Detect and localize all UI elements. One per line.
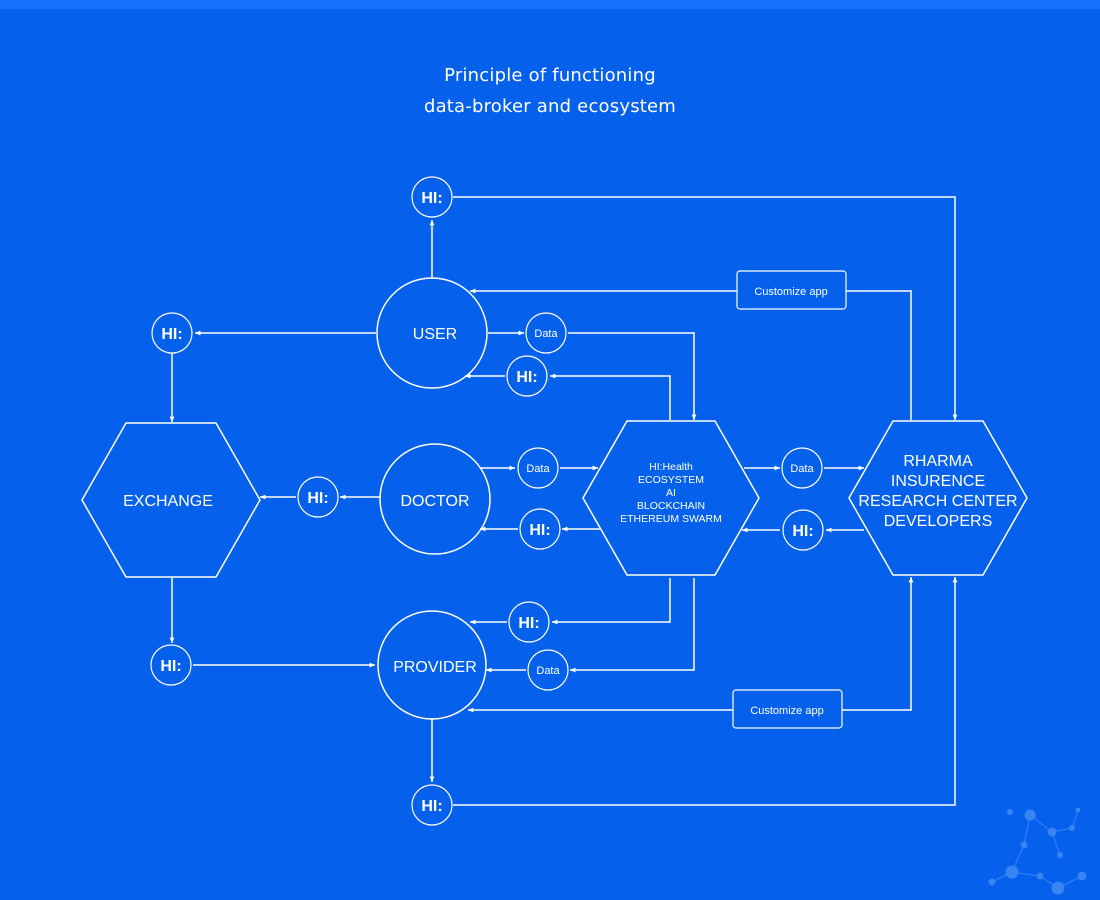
hi-token-label: HI:: [421, 798, 442, 815]
ecosystem-line: BLOCKCHAIN: [637, 500, 705, 512]
hi-token: HI:: [411, 784, 453, 826]
hi-token: HI:: [297, 476, 339, 518]
partners-line: RHARMA: [903, 453, 973, 470]
title-line-1: Principle of functioning: [444, 65, 656, 86]
data-bubble-label: Data: [526, 463, 550, 475]
edge-ecosystem-token-provider: [552, 578, 671, 625]
ecosystem-node: [582, 420, 760, 576]
customize-app-box-top: [736, 270, 847, 310]
hi-token: HI:: [151, 312, 193, 354]
customize-app-label-top: Customize app: [754, 286, 827, 298]
user-label: USER: [413, 326, 457, 343]
data-bubble: Data: [527, 649, 569, 691]
network-decoration-icon: [988, 807, 1087, 895]
doctor-node: [379, 443, 491, 555]
customize-app-label-bottom: Customize app: [750, 705, 823, 717]
hi-token: HI:: [506, 355, 548, 397]
ecosystem-line: ETHEREUM SWARM: [620, 513, 722, 525]
data-bubble: Data: [525, 312, 567, 354]
data-bubble-label: Data: [536, 665, 560, 677]
hi-token-label: HI:: [307, 490, 328, 507]
partners-line: DEVELOPERS: [884, 513, 992, 530]
partners-node: [848, 420, 1028, 576]
partners-label: RHARMA INSURENCE RESEARCH CENTER DEVELOP…: [858, 453, 1017, 530]
provider-node: [377, 610, 487, 720]
exchange-label: EXCHANGE: [123, 493, 213, 510]
title-line-2: data-broker and ecosystem: [423, 96, 677, 117]
data-bubble-label: Data: [534, 328, 558, 340]
edge-top-token-partners: [453, 196, 958, 420]
ecosystem-line: ECOSYSTEM: [638, 474, 704, 486]
user-node: [376, 277, 488, 389]
hi-token-label: HI:: [516, 369, 537, 386]
ecosystem-line: AI: [666, 487, 676, 499]
data-bubble: Data: [517, 447, 559, 489]
edge-customize-partners-bottom: [842, 577, 914, 711]
hi-token-label: HI:: [518, 615, 539, 632]
edge-bottom-token-partners: [453, 577, 958, 806]
diagram-title: Principle of functioning data-broker and…: [0, 60, 1100, 122]
hi-token-label: HI:: [160, 658, 181, 675]
hi-token-label: HI:: [792, 523, 813, 540]
hi-token-label: HI:: [161, 326, 182, 343]
edge-data-ecosystem: [568, 332, 697, 420]
partners-line: RESEARCH CENTER: [858, 493, 1017, 510]
hi-token: HI:: [782, 509, 824, 551]
edge-ecosystem-data-provider: [570, 578, 695, 673]
ecosystem-line: HI:Health: [649, 461, 693, 473]
partners-line: INSURENCE: [891, 473, 985, 490]
hi-token: HI:: [150, 644, 192, 686]
hi-token: HI:: [411, 176, 453, 218]
data-bubble-label: Data: [790, 463, 814, 475]
edge-partners-customize-top: [846, 290, 912, 420]
hi-token-label: HI:: [529, 522, 550, 539]
customize-app-box-bottom: [732, 689, 843, 729]
data-bubble: Data: [781, 447, 823, 489]
hi-token-label: HI:: [421, 190, 442, 207]
hi-token: HI:: [519, 508, 561, 550]
doctor-label: DOCTOR: [400, 493, 469, 510]
hi-token: HI:: [508, 601, 550, 643]
exchange-node: [81, 422, 261, 578]
edge-ecosystem-token-user: [550, 373, 671, 420]
provider-label: PROVIDER: [393, 659, 477, 676]
ecosystem-label: HI:Health ECOSYSTEM AI BLOCKCHAIN ETHERE…: [620, 461, 722, 525]
top-accent-bar: [0, 0, 1100, 9]
